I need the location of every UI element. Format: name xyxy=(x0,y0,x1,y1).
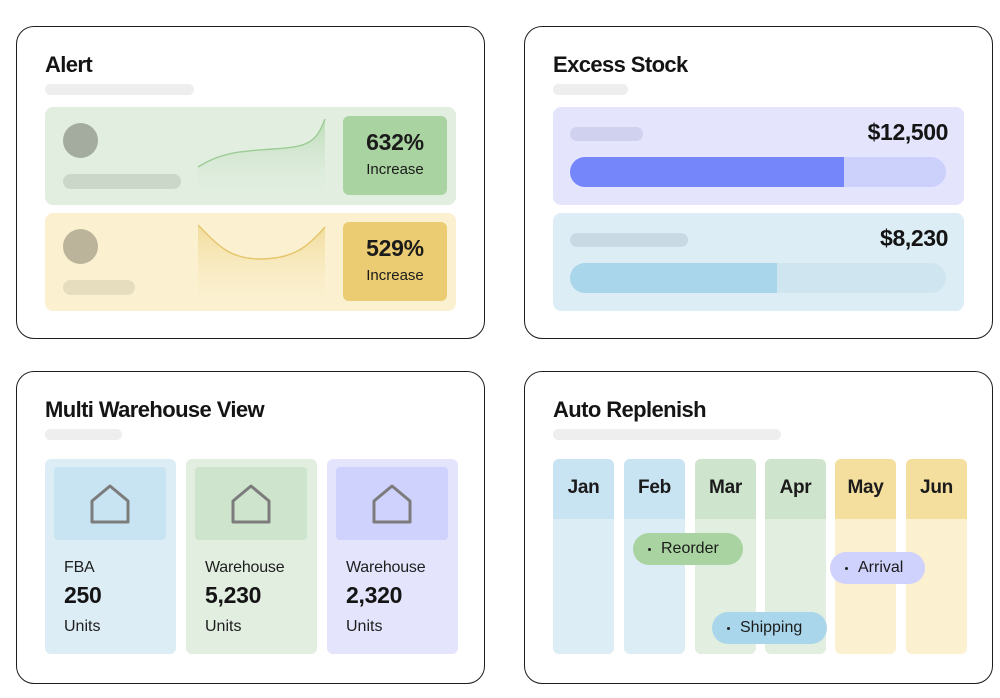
event-label: Reorder xyxy=(661,540,719,557)
excess-amount: $8,230 xyxy=(880,225,948,251)
month-header: May xyxy=(835,459,896,519)
house-icon-box xyxy=(195,467,307,540)
event-label: Arrival xyxy=(858,559,904,576)
unit-count: 2,320 xyxy=(346,582,403,608)
excess-progress-fill xyxy=(570,157,845,187)
increase-percent: 632% xyxy=(366,129,424,155)
replenish-subtitle-placeholder xyxy=(553,429,781,440)
excess-progress-fill xyxy=(570,263,777,293)
event-tag-shipping[interactable]: Shipping xyxy=(712,612,827,644)
auto-replenish-card: Auto Replenish Jan Feb Mar Apr May Jun R… xyxy=(524,371,993,684)
units-label: Units xyxy=(205,618,242,635)
increase-percent: 529% xyxy=(366,235,424,261)
excess-stock-item-2[interactable]: $8,230 xyxy=(553,213,964,311)
excess-progress-track xyxy=(570,263,946,293)
increase-label: Increase xyxy=(366,267,424,284)
u-shape-trend-chart xyxy=(198,224,326,299)
unit-count: 5,230 xyxy=(205,582,262,608)
excess-stock-title: Excess Stock xyxy=(553,52,688,77)
location-name: Warehouse xyxy=(346,559,426,576)
warehouse-location-fba[interactable]: FBA 250 Units xyxy=(45,459,176,654)
rising-trend-chart xyxy=(198,118,326,193)
warehouse-title: Multi Warehouse View xyxy=(45,397,265,422)
house-icon-box xyxy=(336,467,448,540)
month-header: Jun xyxy=(906,459,967,519)
avatar-placeholder xyxy=(63,229,98,264)
text-placeholder xyxy=(63,280,135,295)
text-placeholder xyxy=(63,174,181,189)
excess-subtitle-placeholder xyxy=(553,84,628,95)
warehouse-location-2[interactable]: Warehouse 5,230 Units xyxy=(186,459,317,654)
bullet-dot xyxy=(648,548,651,551)
alert-card: Alert 632% Increase xyxy=(16,26,485,339)
month-header: Jan xyxy=(553,459,614,519)
alert-subtitle-placeholder xyxy=(45,84,194,95)
units-label: Units xyxy=(64,618,101,635)
event-tag-reorder[interactable]: Reorder xyxy=(633,533,743,565)
month-column-jan[interactable]: Jan xyxy=(553,459,614,654)
label-placeholder xyxy=(570,233,688,247)
home-icon xyxy=(372,484,412,524)
excess-stock-item-1[interactable]: $12,500 xyxy=(553,107,964,205)
location-name: FBA xyxy=(64,559,95,576)
event-tag-arrival[interactable]: Arrival xyxy=(830,552,925,584)
units-label: Units xyxy=(346,618,383,635)
increase-badge: 632% Increase xyxy=(343,116,447,195)
bullet-dot xyxy=(727,627,730,630)
warehouse-location-3[interactable]: Warehouse 2,320 Units xyxy=(327,459,458,654)
month-header: Mar xyxy=(695,459,756,519)
excess-amount: $12,500 xyxy=(867,119,949,145)
label-placeholder xyxy=(570,127,643,141)
house-icon-box xyxy=(54,467,166,540)
month-header: Apr xyxy=(765,459,826,519)
increase-badge: 529% Increase xyxy=(343,222,447,301)
alert-title: Alert xyxy=(45,52,93,77)
warehouse-card: Multi Warehouse View FBA 250 Units Wareh… xyxy=(16,371,485,684)
excess-stock-card: Excess Stock $12,500 $8,230 xyxy=(524,26,993,339)
increase-label: Increase xyxy=(366,161,424,178)
month-column-mar[interactable]: Mar xyxy=(695,459,756,654)
unit-count: 250 xyxy=(64,582,102,608)
auto-replenish-title: Auto Replenish xyxy=(553,397,707,422)
home-icon xyxy=(231,484,271,524)
alert-row-increase-1[interactable]: 632% Increase xyxy=(45,107,456,205)
location-name: Warehouse xyxy=(205,559,285,576)
event-label: Shipping xyxy=(740,619,803,636)
alert-row-increase-2[interactable]: 529% Increase xyxy=(45,213,456,311)
bullet-dot xyxy=(845,567,848,570)
avatar-placeholder xyxy=(63,123,98,158)
month-header: Feb xyxy=(624,459,685,519)
home-icon xyxy=(90,484,130,524)
excess-progress-track xyxy=(570,157,946,187)
warehouse-subtitle-placeholder xyxy=(45,429,122,440)
